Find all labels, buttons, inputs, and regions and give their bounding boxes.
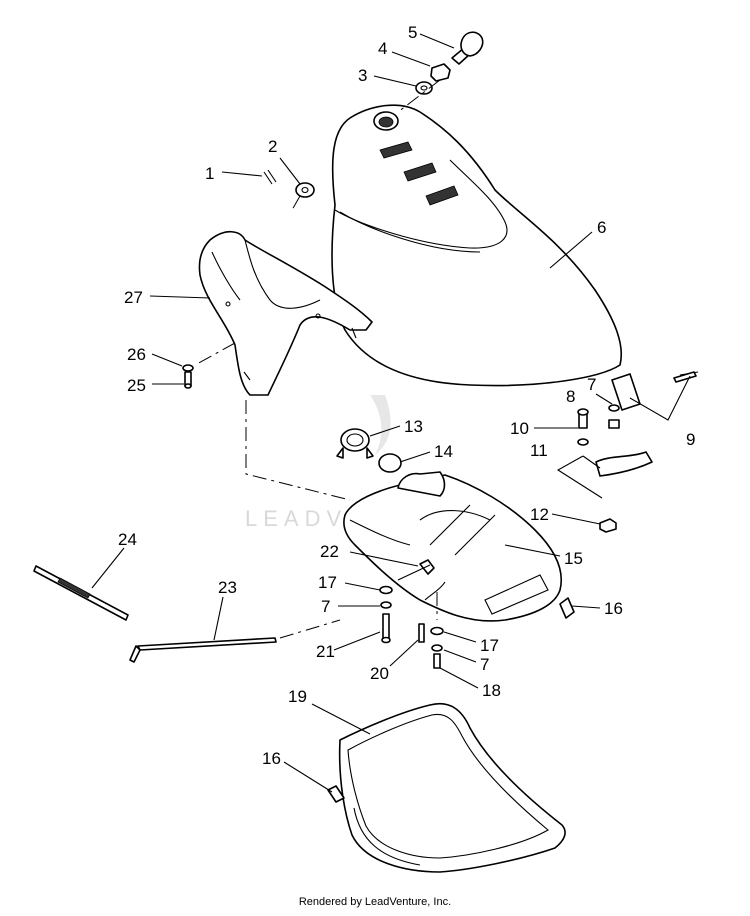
callout-20: 20 [370, 664, 389, 683]
part-6-seat[interactable] [331, 104, 623, 387]
callout-22: 22 [320, 542, 339, 561]
part-14-grommet[interactable] [378, 453, 402, 473]
leader-lines [91, 33, 613, 793]
part-8-nut[interactable] [608, 419, 620, 429]
part-18-bolt[interactable] [433, 653, 441, 669]
callout-3: 3 [358, 66, 367, 85]
part-15-tank[interactable] [343, 471, 562, 622]
callout-15: 15 [564, 549, 583, 568]
callout-11: 11 [530, 441, 548, 460]
callout-12: 12 [530, 505, 549, 524]
part-24-rod[interactable] [33, 565, 129, 621]
part-5-knob[interactable] [451, 31, 484, 65]
callout-1: 1 [205, 164, 214, 183]
callout-25: 25 [127, 376, 146, 395]
callout-14: 14 [434, 442, 453, 461]
part-12-nut[interactable] [599, 518, 617, 533]
callout-7-right: 7 [480, 655, 489, 674]
callout-17-left: 17 [318, 573, 337, 592]
callout-24: 24 [118, 530, 137, 549]
part-7-washer-right[interactable] [431, 644, 443, 652]
part-17-washer-left[interactable] [379, 585, 393, 595]
watermark-logo [370, 395, 391, 455]
part-19-tray[interactable] [338, 703, 566, 873]
part-25-screw[interactable] [184, 371, 192, 389]
callout-27: 27 [124, 288, 143, 307]
callout-5: 5 [408, 23, 417, 42]
part-4-nut[interactable] [430, 63, 451, 82]
part-10-bolt[interactable] [577, 408, 589, 429]
part-21-bolt[interactable] [381, 613, 391, 644]
callout-7-upper: 7 [587, 375, 596, 394]
part-20-bolt[interactable] [418, 623, 425, 643]
part-17-washer-right[interactable] [430, 626, 444, 636]
callout-6: 6 [597, 218, 606, 237]
part-2-washer[interactable] [291, 182, 315, 211]
callout-17-right: 17 [480, 636, 499, 655]
part-1-pin[interactable] [263, 169, 277, 185]
part-16-plug-upper[interactable] [559, 597, 575, 619]
callout-9: 9 [686, 430, 695, 449]
callout-13: 13 [404, 417, 423, 436]
callout-18: 18 [482, 681, 501, 700]
part-3-washer[interactable] [415, 81, 433, 95]
part-11-washer[interactable] [577, 438, 589, 446]
callout-19: 19 [288, 687, 307, 706]
callout-2: 2 [268, 137, 277, 156]
callout-16-upper: 16 [604, 599, 623, 618]
callout-10: 10 [510, 419, 529, 438]
callout-7-left: 7 [321, 597, 330, 616]
callout-labels: 1 2 3 4 5 6 7 8 9 10 11 12 13 14 15 16 1… [118, 23, 695, 768]
callout-21: 21 [316, 642, 335, 661]
footer-credit: Rendered by LeadVenture, Inc. [298, 896, 452, 908]
part-23-rod[interactable] [129, 619, 341, 663]
callout-23: 23 [218, 578, 237, 597]
callout-8: 8 [566, 387, 575, 406]
part-9-bracket[interactable] [595, 371, 699, 477]
callout-16-lower: 16 [262, 749, 281, 768]
part-26-washer[interactable] [182, 364, 194, 372]
part-13-cap[interactable] [336, 428, 374, 459]
part-7-washer-left[interactable] [380, 601, 392, 609]
callout-26: 26 [127, 345, 146, 364]
part-7-washer-upper[interactable] [608, 404, 620, 412]
callout-4: 4 [378, 39, 387, 58]
part-27-seat-bracket[interactable] [198, 230, 373, 396]
part-16-plug-lower[interactable] [327, 785, 345, 803]
